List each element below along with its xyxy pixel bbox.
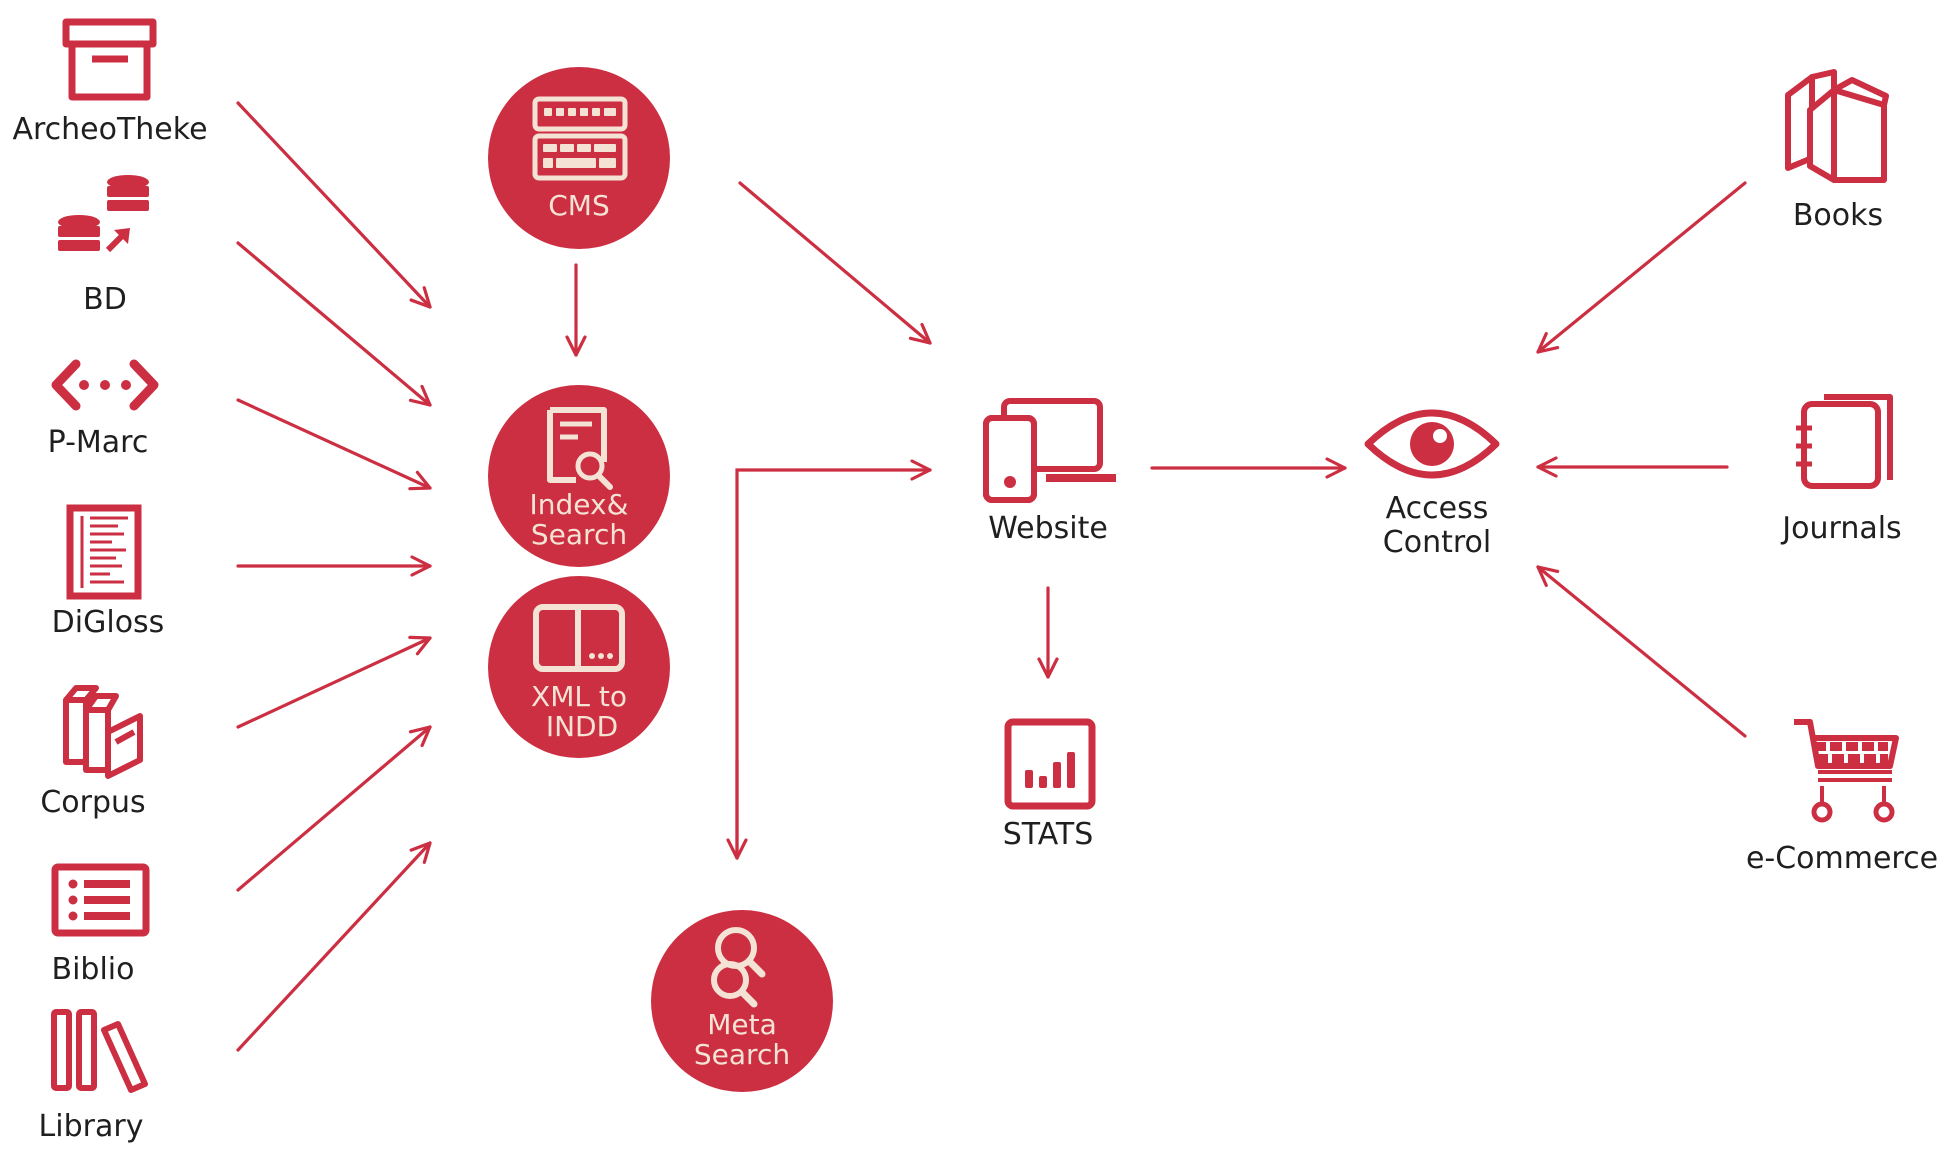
- label-digloss: DiGloss: [51, 605, 165, 640]
- arrow-ecommerce-to-access: [1536, 565, 1747, 738]
- arrow-archeotheke-to-index: [236, 101, 432, 309]
- label-index-line2: Search: [530, 518, 628, 551]
- meta-search-node: [651, 910, 833, 1092]
- arrow-library-to-xml: [236, 841, 432, 1052]
- xml-indd-node: [488, 576, 670, 758]
- eye-icon: [1364, 409, 1500, 479]
- label-meta-line2: Search: [693, 1038, 791, 1071]
- books-icon: [1785, 69, 1889, 183]
- arrow-cms-to-website: [738, 181, 932, 345]
- stacked-books-icon: [63, 685, 143, 779]
- arrow-hub-to-website: [735, 459, 932, 860]
- arrow-corpus-to-xml: [236, 635, 432, 729]
- label-pmarc: P-Marc: [47, 425, 149, 460]
- label-archeotheke: ArcheoTheke: [12, 112, 208, 147]
- archive-box-icon: [62, 18, 157, 101]
- label-corpus: Corpus: [40, 785, 146, 820]
- database-transfer-icon: [58, 175, 149, 253]
- label-journals: Journals: [1782, 511, 1902, 546]
- label-ecommerce: e-Commerce: [1745, 841, 1939, 876]
- label-index-line1: Index&: [529, 488, 629, 521]
- label-access-line2: Control: [1382, 525, 1492, 560]
- arrow-bd-to-index: [236, 241, 432, 407]
- index-search-node: [488, 385, 670, 567]
- devices-icon: [983, 398, 1116, 503]
- shopping-cart-icon: [1794, 719, 1899, 823]
- label-biblio: Biblio: [51, 952, 135, 987]
- label-meta-line1: Meta: [707, 1008, 777, 1041]
- label-access-line1: Access: [1385, 491, 1489, 526]
- meta-search-icon: [711, 927, 766, 1008]
- label-cms: CMS: [548, 189, 610, 222]
- arrow-pmarc-to-index: [236, 398, 432, 491]
- code-brackets-icon: [51, 359, 159, 411]
- arrow-books-to-access: [1536, 181, 1747, 354]
- label-stats: STATS: [1002, 817, 1094, 852]
- journal-notebook-icon: [1796, 394, 1893, 489]
- bulleted-list-icon: [51, 863, 150, 937]
- glossary-book-icon: [66, 504, 142, 600]
- label-xml-line2: INDD: [545, 710, 619, 743]
- layout-panel-icon: [533, 604, 625, 672]
- arrow-biblio-to-xml: [236, 725, 432, 892]
- library-spines-icon: [51, 1009, 148, 1093]
- bar-chart-icon: [1004, 718, 1096, 810]
- label-library: Library: [38, 1109, 144, 1144]
- server-keyboard-icon: [532, 96, 628, 181]
- label-xml-line1: XML to: [531, 680, 627, 713]
- label-bd: BD: [83, 282, 127, 317]
- document-search-icon: [547, 407, 613, 490]
- cms-node: [488, 67, 670, 249]
- label-books: Books: [1792, 198, 1884, 233]
- label-website: Website: [988, 511, 1108, 546]
